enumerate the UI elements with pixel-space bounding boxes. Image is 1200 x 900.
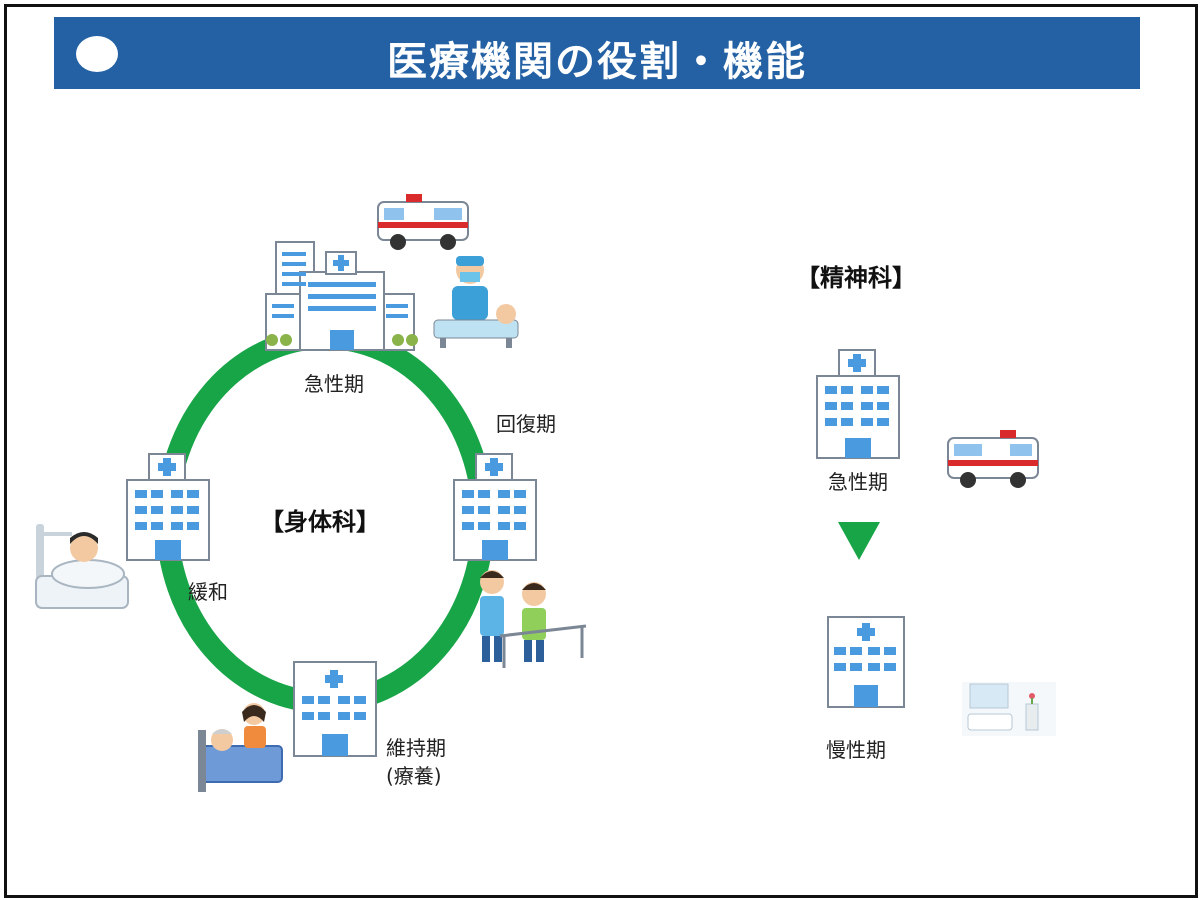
stage-label-palliative: 緩和: [188, 580, 228, 604]
hospital-icon: [453, 453, 537, 561]
psych-stage-label-acute: 急性期: [828, 470, 888, 494]
ambulance-icon: [377, 194, 469, 250]
physical-dept-heading: 【身体科】: [260, 508, 380, 536]
caregiver-elderly-icon: [198, 703, 283, 792]
stage-label-recovery: 回復期: [496, 412, 556, 436]
rehab-therapist-icon: [480, 570, 587, 668]
page-title: 医療機関の役割・機能: [387, 39, 807, 85]
hospital-icon: [827, 616, 905, 708]
bedridden-patient-icon: [35, 524, 129, 609]
psych-stage-label-chronic: 慢性期: [826, 738, 886, 762]
stage-label-maintenance: 維持期: [386, 736, 446, 760]
hospital-icon: [126, 453, 210, 561]
stage-label-acute: 急性期: [304, 372, 364, 396]
hospital-complex-icon: [265, 241, 418, 351]
bullet-circle-icon: [76, 36, 118, 72]
surgeon-icon: [433, 256, 519, 348]
hospital-icon: [816, 349, 900, 459]
ambulance-icon: [947, 430, 1039, 488]
hospital-icon: [293, 661, 377, 757]
hospital-room-icon: [962, 682, 1056, 736]
down-arrow-icon: [838, 522, 880, 560]
title-bar: 医療機関の役割・機能: [54, 17, 1140, 89]
stage-label-maintenance-sub: (療養): [386, 764, 442, 788]
psychiatric-dept-heading: 【精神科】: [796, 264, 916, 292]
